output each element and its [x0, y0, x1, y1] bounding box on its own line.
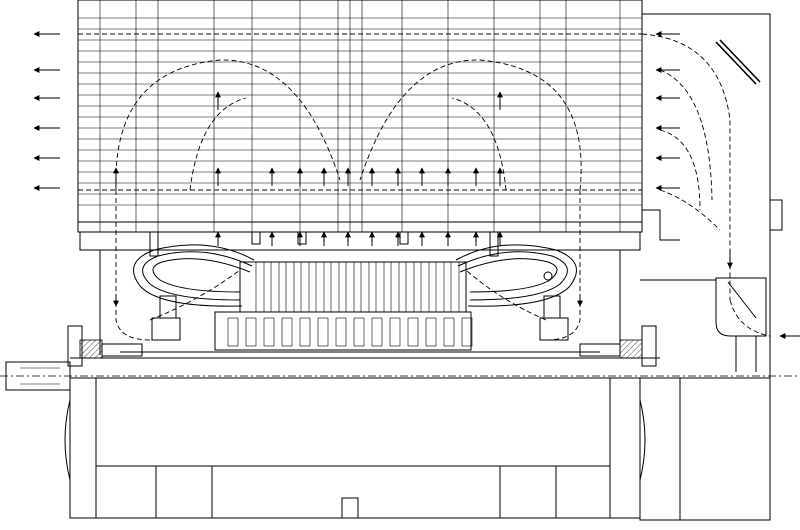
intake-housing: [640, 13, 783, 520]
cooler-ribs: [77, 0, 643, 232]
end-winding-left: [133, 244, 255, 341]
bearing-right: [579, 325, 657, 367]
end-winding-right: [455, 244, 577, 341]
bearing-left: [67, 325, 143, 367]
cooler-tube-rows: [78, 17, 642, 206]
airflow-arrows: [33, 31, 800, 339]
base-frame: [64, 377, 771, 521]
cooler-housing: [77, 0, 643, 233]
airflow-paths: [78, 33, 771, 341]
stator-core: [214, 261, 473, 351]
